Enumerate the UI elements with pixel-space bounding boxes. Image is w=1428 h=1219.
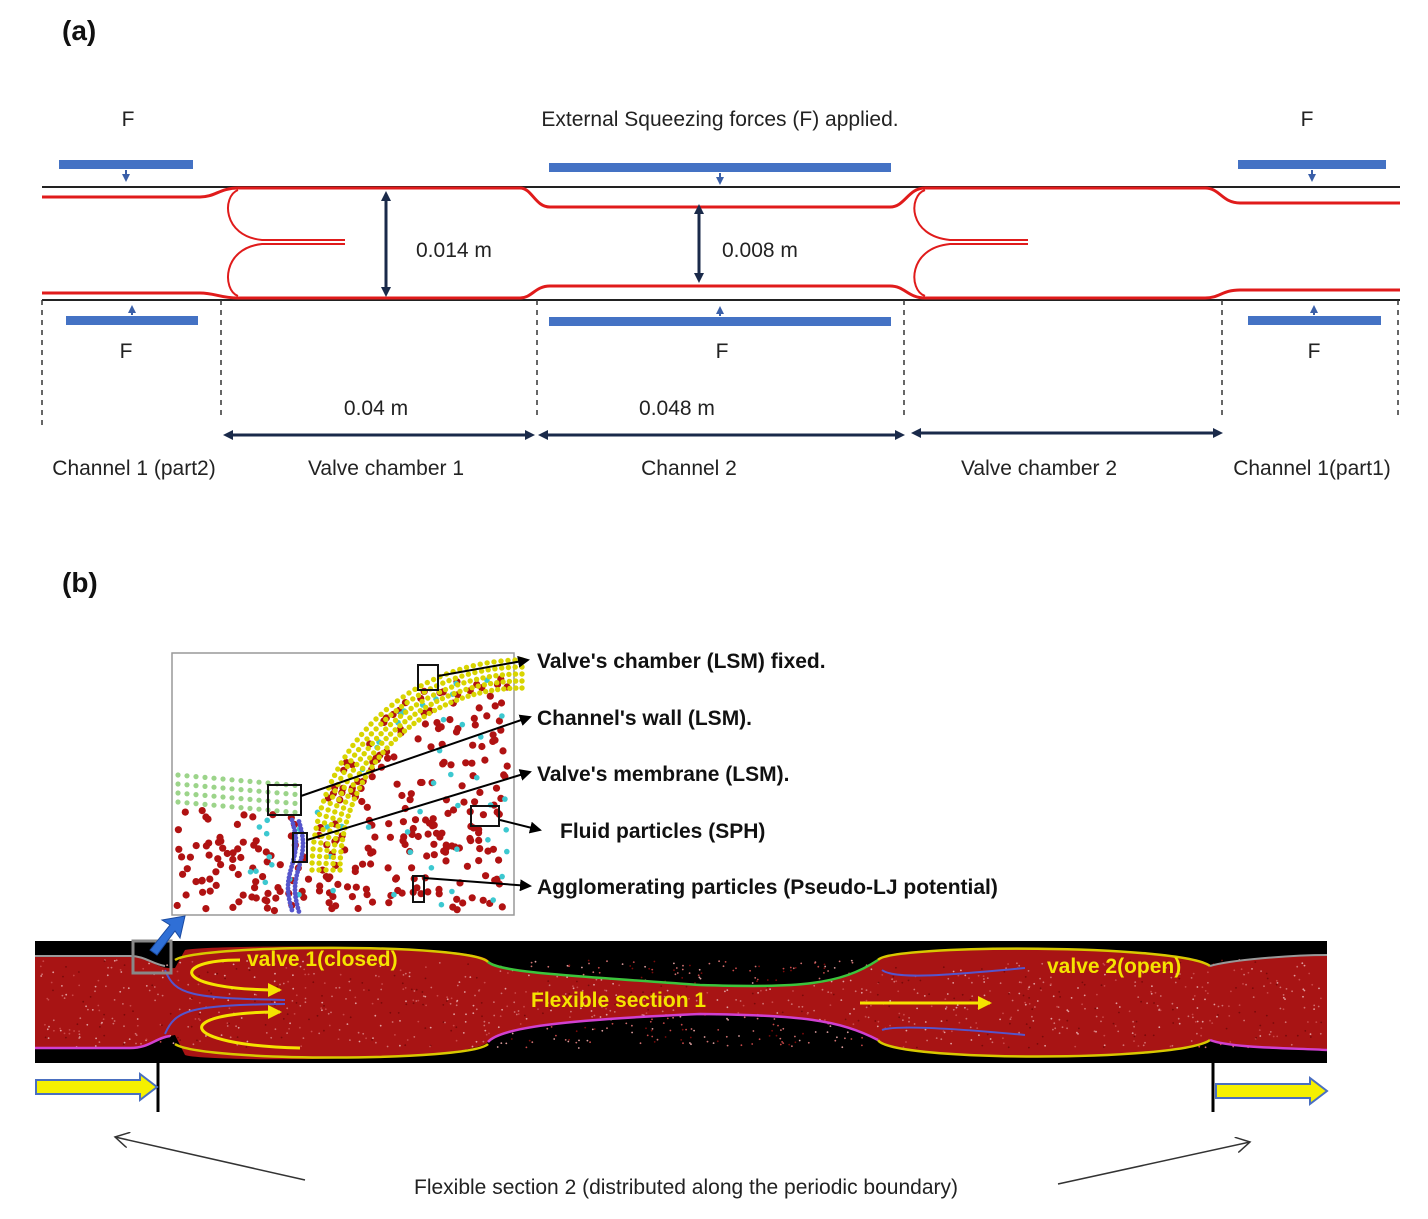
flow-arrows <box>190 958 992 1050</box>
length-arrows <box>223 428 1223 440</box>
panel-a-label: (a) <box>62 15 96 46</box>
flex2-arrow-right <box>1057 1142 1250 1185</box>
inset-zoom-boxes <box>267 664 500 903</box>
channel-wall-profile <box>42 186 1400 300</box>
section-separators <box>41 300 1399 430</box>
legend-fluid-particles: Fluid particles (SPH) <box>560 820 765 843</box>
flexible-wall-top <box>487 958 879 988</box>
zoom-pointer-icon <box>149 915 186 956</box>
force-label-top-right: F <box>1301 108 1314 131</box>
wall-top-right <box>1209 954 1328 967</box>
wall-top-left <box>35 955 166 967</box>
valve2-label: valve 2(open) <box>1047 955 1181 978</box>
legend-channel-wall: Channel's wall (LSM). <box>537 707 752 730</box>
membranes <box>164 967 1026 1036</box>
legend-valve-membrane: Valve's membrane (LSM). <box>537 763 789 786</box>
panel-a-title: External Squeezing forces (F) applied. <box>541 108 898 131</box>
periodic-boundary: Flexible section 2 (distributed along th… <box>35 1063 1329 1199</box>
inset-zoom: Valve's chamber (LSM) fixed. Channel's w… <box>171 650 998 916</box>
inset-particles <box>173 657 525 915</box>
section-channel1-part1: Channel 1(part1) <box>1233 457 1391 480</box>
valve2-chamber-top <box>877 947 1211 968</box>
force-label-bottom-right: F <box>1308 340 1321 363</box>
valve1-label: valve 1(closed) <box>247 948 398 971</box>
force-label-bottom-center: F <box>716 340 729 363</box>
section-valve-chamber2: Valve chamber 2 <box>961 457 1117 480</box>
outflow-arrow-icon <box>1215 1075 1329 1107</box>
legend-valve-chamber: Valve's chamber (LSM) fixed. <box>537 650 826 673</box>
flex2-arrow-left <box>115 1137 306 1181</box>
valve2-chamber-bottom <box>876 1038 1211 1058</box>
panel-b: (b) Valve's chamber (LSM) fixed. Channel… <box>35 567 1329 1199</box>
panel-b-label: (b) <box>62 567 98 598</box>
flexible-wall-bottom <box>487 1012 879 1043</box>
force-bar-bottom-center <box>549 317 891 326</box>
force-bar-bottom-left <box>66 316 198 325</box>
valve1-chamber-top <box>174 946 489 964</box>
legend-agglomerating-particles: Agglomerating particles (Pseudo-LJ poten… <box>537 876 998 899</box>
flexible-wall-bottom-left <box>35 1034 171 1050</box>
inflow-arrow-icon <box>35 1071 159 1103</box>
force-bars-top <box>59 160 1386 185</box>
force-label-bottom-left: F <box>120 340 133 363</box>
dim-valve-height: 0.014 m <box>416 239 492 262</box>
force-bar-bottom-right <box>1248 316 1381 325</box>
flexible-section1-label: Flexible section 1 <box>531 989 706 1012</box>
dim-valve-length: 0.04 m <box>344 397 408 420</box>
flexible-section2-label: Flexible section 2 (distributed along th… <box>414 1176 958 1199</box>
dim-channel-height: 0.008 m <box>722 239 798 262</box>
section-channel2: Channel 2 <box>641 457 737 480</box>
fluid-domain <box>35 946 1327 1060</box>
section-valve-chamber1: Valve chamber 1 <box>308 457 464 480</box>
section-labels: Channel 1 (part2) Valve chamber 1 Channel … <box>52 457 1391 480</box>
force-bars-bottom <box>66 305 1381 326</box>
section-channel1-part2: Channel 1 (part2) <box>52 457 215 480</box>
legend-leader-lines <box>300 655 542 892</box>
dim-channel-length: 0.048 m <box>639 397 715 420</box>
simulation-strip: valve 1(closed) valve 2(open) Flexible s… <box>35 915 1328 1063</box>
force-bar-top-right <box>1238 160 1386 169</box>
valve1-chamber-bottom <box>174 1042 489 1059</box>
panel-a: (a) External Squeezing forces (F) applie… <box>41 15 1400 480</box>
force-label-top-left: F <box>122 108 135 131</box>
force-bar-top-center <box>549 163 891 172</box>
zoom-marker <box>131 939 173 975</box>
flexible-wall-bottom-right <box>1209 1038 1328 1052</box>
force-bar-top-left <box>59 160 193 169</box>
